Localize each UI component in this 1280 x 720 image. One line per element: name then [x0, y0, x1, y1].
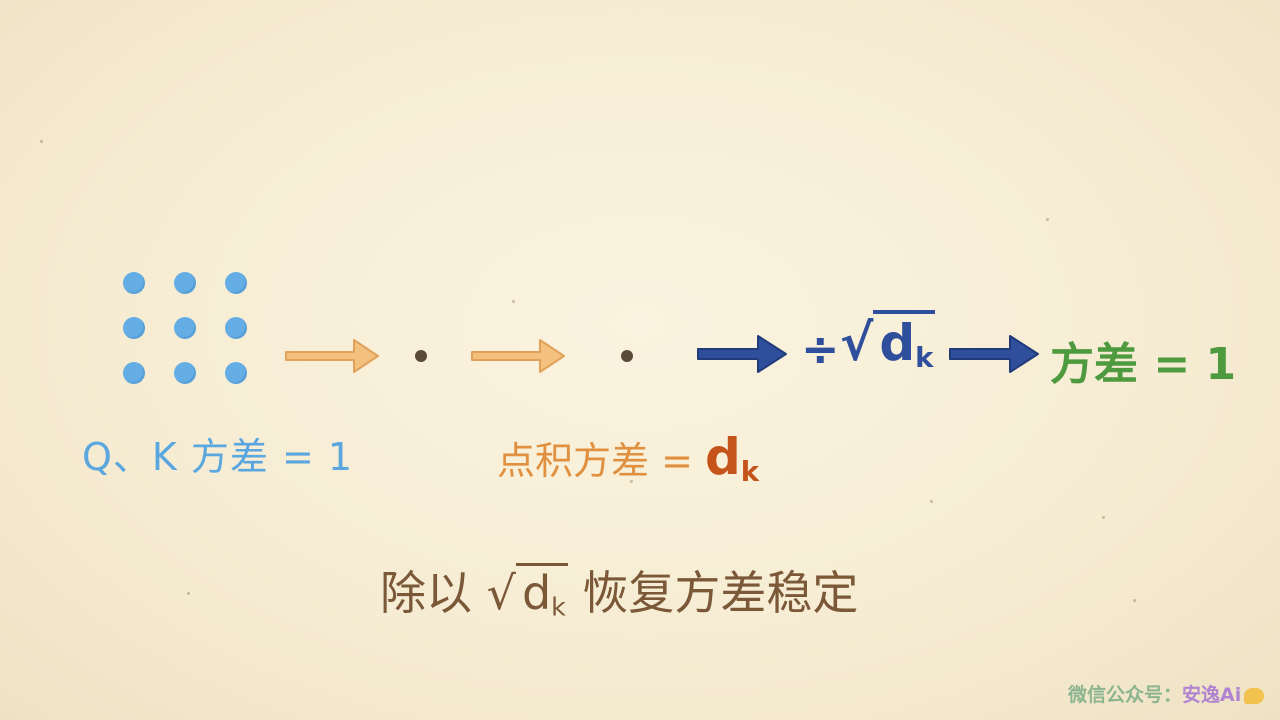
sqrt-d: d: [879, 314, 916, 372]
matrix-dot: [225, 272, 247, 294]
dk-subscript: k: [740, 455, 760, 488]
caption-subscript: k: [551, 592, 566, 622]
matrix-dot: [174, 272, 196, 294]
matrix-dot: [225, 362, 247, 384]
matrix-dot: [123, 317, 145, 339]
paper-speck: [187, 592, 190, 595]
paper-speck: [930, 500, 933, 503]
paper-speck: [1046, 218, 1049, 221]
watermark-name: 安逸Ai: [1182, 684, 1242, 706]
bottom-caption: 除以 √dk 恢复方差稳定: [380, 557, 858, 623]
divide-operator: ÷: [801, 322, 840, 376]
paper-speck: [512, 300, 515, 303]
matrix-dot: [123, 272, 145, 294]
result-variance-label: 方差 = 1: [1050, 339, 1237, 390]
blue-arrow-2-icon: [949, 335, 1039, 373]
watermark: 微信公众号：安逸Ai: [1068, 680, 1265, 707]
matrix-dot: [225, 317, 247, 339]
caption-left: 除以: [380, 566, 472, 620]
dot-product-variance-label: 点积方差 = dk: [497, 428, 759, 488]
matrix-dot: [174, 317, 196, 339]
qk-variance-label: Q、K 方差 = 1: [82, 435, 354, 479]
dk-d: d: [705, 428, 741, 486]
sqrt-radicand: dk: [873, 310, 936, 374]
sqrt-subscript: k: [915, 341, 934, 374]
paper-speck: [1133, 599, 1136, 602]
dot-product-variance-text: 点积方差 =: [497, 439, 705, 483]
dot-product-operator: [621, 350, 633, 362]
dot-product-operator: [415, 350, 427, 362]
caption-radicand: dk: [515, 563, 568, 622]
paper-speck: [630, 480, 633, 483]
orange-arrow-2-icon: [471, 339, 565, 373]
paper-speck: [40, 140, 43, 143]
matrix-dot: [174, 362, 196, 384]
sqrt-symbol: √: [840, 314, 874, 372]
caption-sqrt-symbol: √: [486, 566, 516, 620]
caption-right: 恢复方差稳定: [582, 566, 859, 620]
blue-arrow-1-icon: [697, 335, 787, 373]
orange-arrow-1-icon: [285, 339, 379, 373]
qk-dot-matrix: [123, 272, 261, 390]
caption-sqrt: √dk: [486, 563, 568, 622]
caption-d: d: [521, 566, 552, 620]
dk-highlight: dk: [705, 428, 760, 488]
matrix-dot: [123, 362, 145, 384]
sqrt-dk: √dk: [840, 310, 936, 374]
bird-icon: [1244, 687, 1265, 704]
watermark-prefix: 微信公众号：: [1068, 684, 1183, 706]
paper-speck: [1102, 516, 1105, 519]
